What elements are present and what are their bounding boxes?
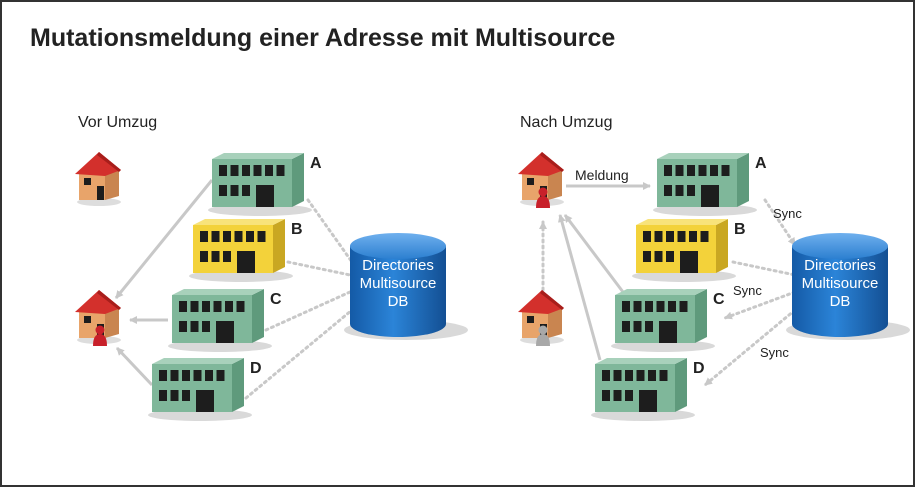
db-label-line: DB [388,293,409,310]
database-left [344,233,468,340]
arrow-d-to-house [558,214,602,361]
building-c-left [168,289,272,352]
building-c-right [611,289,715,352]
house-old-right [518,290,564,344]
house-old-left [75,152,121,206]
house-new-left [75,290,121,344]
db-label-line: Directories [804,257,876,274]
right-panel-label: Nach Umzug [520,114,613,131]
building-label-left: B [291,221,303,238]
sync-a-db [763,198,797,247]
left-panel-label: Vor Umzug [78,114,158,131]
link-a-db [306,198,354,264]
building-label-left: A [310,155,322,172]
sync-label-d: Sync [760,345,789,360]
building-label-left: C [270,291,282,308]
link-c-db [264,290,352,332]
person-red-left [93,325,107,346]
sync-db-d [703,308,797,387]
building-label-right: C [713,291,725,308]
sync-label-c: Sync [733,283,762,298]
building-label-right: B [734,221,746,238]
building-d-left [148,358,252,421]
building-b-right [632,219,736,282]
building-label-left: D [250,360,262,377]
arrow-a-to-house [114,179,214,299]
link-d-db [244,308,354,400]
meldung-label: Meldung [575,167,629,183]
sync-label-a: Sync [773,206,802,221]
db-label-line: Multisource [802,275,879,292]
building-a-left [208,153,312,216]
arrow-c-to-house [563,214,625,293]
objects-layer [75,152,910,421]
house-new-right [518,152,564,206]
link-b-db [286,260,352,277]
db-label-line: DB [830,293,851,310]
building-b-left [189,219,293,282]
building-d-right [591,358,695,421]
building-label-right: A [755,155,767,172]
link-b-db [731,260,797,277]
arrow-d-to-house [115,346,154,387]
sync-db-c [723,290,797,320]
building-a-right [653,153,757,216]
db-label-line: Directories [362,257,434,274]
database-right [786,233,910,340]
connectors-layer [114,179,797,400]
diagram-title: Mutationsmeldung einer Adresse mit Multi… [30,24,616,52]
labels-layer: ABCDDirectoriesMultisourceDBMeldungSyncS… [250,155,878,377]
db-label-line: Multisource [360,275,437,292]
building-label-right: D [693,360,705,377]
person-grey-right [536,325,550,346]
person-red-right [536,187,550,208]
